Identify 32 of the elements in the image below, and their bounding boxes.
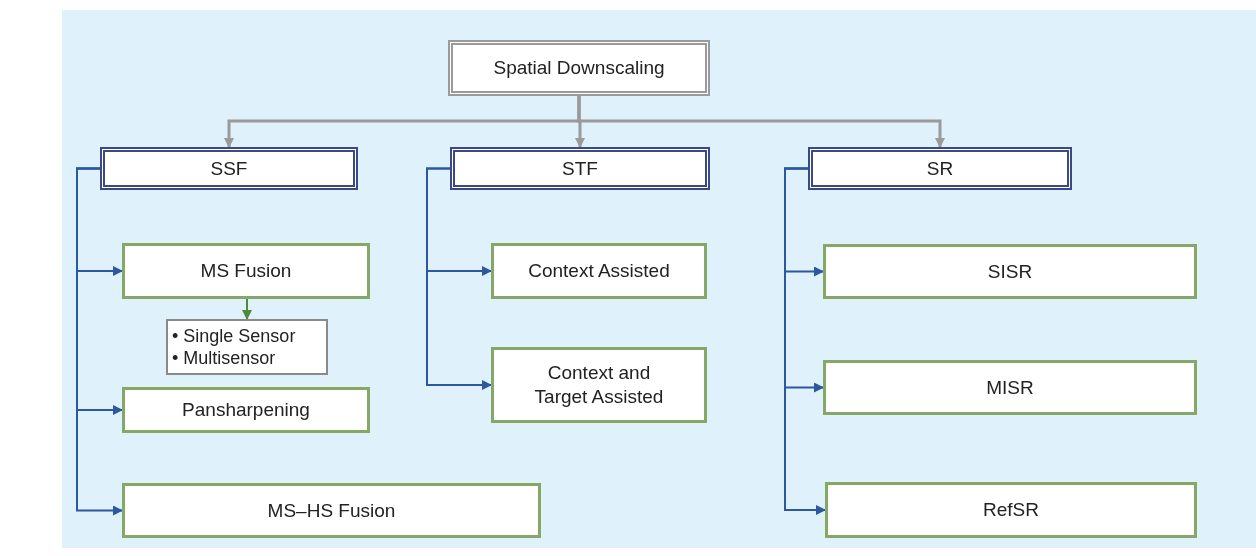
node-label: SISR bbox=[986, 259, 1034, 284]
list-item: • Multisensor bbox=[172, 347, 277, 370]
method-box bbox=[122, 387, 370, 433]
method-box bbox=[823, 244, 1197, 299]
connector-arrow bbox=[242, 298, 252, 320]
connector-arrow bbox=[426, 167, 492, 390]
root-box bbox=[448, 40, 710, 96]
method-box bbox=[825, 482, 1197, 538]
node-label: SSF bbox=[209, 156, 249, 181]
connector-arrow bbox=[76, 167, 123, 516]
list-item: • Single Sensor bbox=[172, 324, 296, 347]
method-box bbox=[491, 243, 707, 299]
category-box bbox=[450, 147, 710, 190]
node-label: MS Fusion bbox=[199, 259, 293, 283]
node-label: SR bbox=[925, 156, 955, 181]
method-box bbox=[491, 347, 707, 423]
node-label: STF bbox=[561, 156, 599, 181]
category-box bbox=[100, 147, 358, 190]
category-box bbox=[808, 147, 1072, 190]
node-label: MISR bbox=[985, 375, 1035, 400]
bullet-list-box bbox=[166, 319, 328, 375]
connector-arrow bbox=[784, 167, 826, 515]
node-label: Spatial Downscaling bbox=[492, 56, 666, 80]
method-box bbox=[823, 360, 1197, 415]
method-box bbox=[122, 483, 541, 538]
node-label: MS–HS Fusion bbox=[266, 498, 397, 523]
node-label: RefSR bbox=[982, 498, 1040, 522]
method-box bbox=[122, 243, 370, 299]
connector-arrow bbox=[577, 96, 945, 148]
node-label: Context and Target Assisted bbox=[533, 361, 665, 409]
node-label: Context Assisted bbox=[527, 259, 671, 283]
node-label: Pansharpening bbox=[181, 398, 311, 422]
